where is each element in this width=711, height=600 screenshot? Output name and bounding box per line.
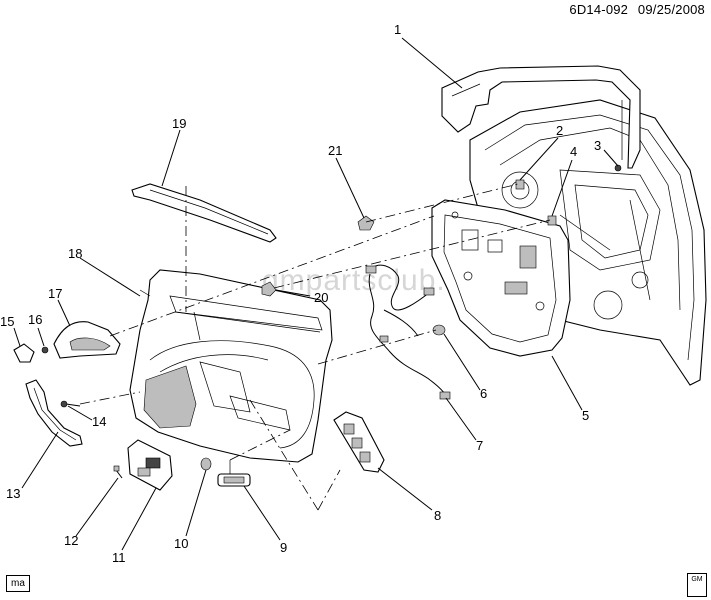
- callout-12[interactable]: 12: [64, 533, 78, 548]
- part-10-bulb: [200, 457, 212, 471]
- part-16-screw: [41, 346, 49, 354]
- diagram-code: 6D14-092: [569, 2, 629, 17]
- callout-3[interactable]: 3: [594, 138, 601, 153]
- part-9-lamp: [217, 460, 251, 487]
- part-6-grommet: [432, 324, 446, 336]
- callout-10[interactable]: 10: [174, 536, 188, 551]
- part-1-frame-molding: [441, 65, 641, 169]
- callout-2[interactable]: 2: [556, 123, 563, 138]
- explode-lines: [79, 183, 551, 511]
- gm-logo-icon: GM: [687, 573, 707, 597]
- part-20-push-pin: [261, 281, 277, 297]
- part-13-grab-handle: [25, 379, 83, 447]
- callout-4[interactable]: 4: [570, 144, 577, 159]
- door-trim-panel: [129, 269, 333, 463]
- part-8-switch-panel: [333, 411, 385, 473]
- part-17-handle-bezel: [53, 321, 121, 359]
- callout-13[interactable]: 13: [6, 486, 20, 501]
- callout-21[interactable]: 21: [328, 143, 342, 158]
- callout-18[interactable]: 18: [68, 246, 82, 261]
- callout-5[interactable]: 5: [582, 408, 589, 423]
- part-7-wiring-harness: [365, 264, 451, 400]
- callout-11[interactable]: 11: [112, 550, 126, 565]
- part-3-pin: [614, 164, 622, 172]
- callout-16[interactable]: 16: [28, 312, 42, 327]
- callout-19[interactable]: 19: [172, 116, 186, 131]
- callout-17[interactable]: 17: [48, 286, 62, 301]
- part-11-switch: [127, 439, 173, 491]
- leader-lines: [13, 37, 619, 551]
- part-15-cover: [13, 343, 35, 363]
- callout-15[interactable]: 15: [0, 314, 14, 329]
- footer-tag: ma: [6, 575, 30, 592]
- callout-20[interactable]: 20: [314, 290, 328, 305]
- part-5-door-module: [431, 199, 571, 357]
- callout-8[interactable]: 8: [434, 508, 441, 523]
- callout-9[interactable]: 9: [280, 540, 287, 555]
- diagram-header: 6D14-092 09/25/2008: [563, 2, 705, 17]
- part-19-upper-trim: [131, 183, 277, 243]
- part-21-retainer: [357, 215, 375, 231]
- callout-14[interactable]: 14: [92, 414, 106, 429]
- callout-7[interactable]: 7: [476, 438, 483, 453]
- diagram-date: 09/25/2008: [637, 2, 705, 17]
- part-14-screw: [60, 400, 81, 408]
- callout-labels: 1 2 3 4 5 6 7 8 9 10 11 12 13 14 15 16 1…: [0, 22, 601, 565]
- part-12-bolt: [113, 465, 123, 479]
- callout-1[interactable]: 1: [394, 22, 401, 37]
- callout-6[interactable]: 6: [480, 386, 487, 401]
